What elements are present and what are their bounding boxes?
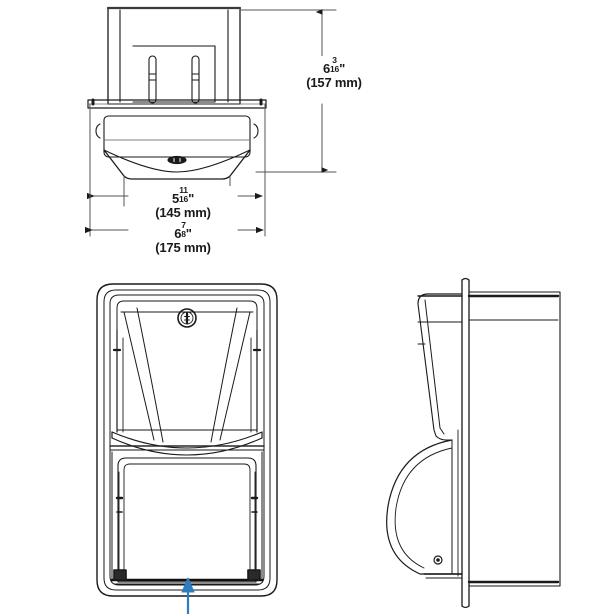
top-view-group <box>87 6 267 180</box>
width-inner-inches-whole: 5 <box>171 191 179 207</box>
paper-feed-arrow <box>181 577 195 614</box>
height-inches-whole: 6 <box>322 61 330 77</box>
side-screw <box>433 555 443 565</box>
mount-slot-right <box>191 55 200 104</box>
top-view-lock <box>167 155 187 165</box>
front-view-lock <box>177 308 197 328</box>
height-inch-mark: " <box>339 61 346 77</box>
width-outer-inches-whole: 6 <box>174 226 182 242</box>
dimension-width-outer <box>84 103 266 237</box>
side-view-group <box>386 277 561 609</box>
front-view-group <box>96 283 278 597</box>
width-inner-metric: (145 mm) <box>155 204 211 220</box>
dimension-height <box>239 9 337 173</box>
width-outer-inch-mark: " <box>185 226 192 242</box>
width-inner-inch-mark: " <box>188 191 195 207</box>
mount-slot-left <box>148 55 157 104</box>
height-metric: (157 mm) <box>306 74 362 90</box>
width-outer-metric: (175 mm) <box>155 239 211 255</box>
